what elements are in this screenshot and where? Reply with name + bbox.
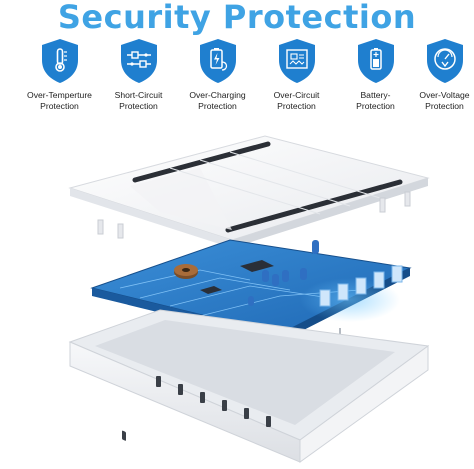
circuit-icon — [120, 39, 157, 83]
page-title: Security Protection — [57, 0, 417, 36]
usb-ports — [156, 376, 271, 427]
feature-label: Battery-Protection — [356, 90, 395, 111]
charging-icon — [199, 39, 236, 83]
feature-battery: Battery-Protection — [336, 38, 415, 112]
battery-icon — [357, 39, 394, 83]
thermometer-icon — [41, 39, 78, 83]
top-cover — [68, 135, 430, 248]
voltage-gauge-icon — [426, 39, 463, 83]
base-case — [68, 309, 430, 463]
circuit-board-icon — [278, 39, 315, 83]
charging-station-exploded-view — [68, 135, 430, 463]
